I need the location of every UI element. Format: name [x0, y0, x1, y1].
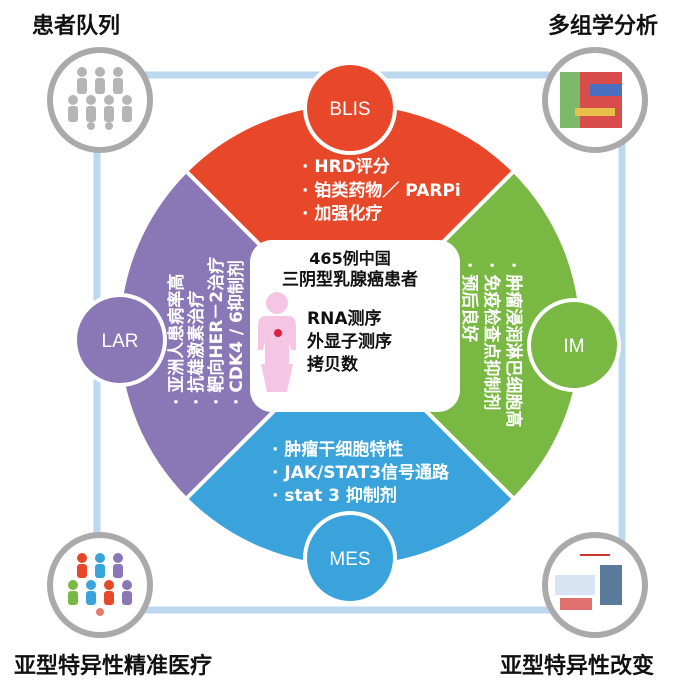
lar-item: · 靶向HER－2治疗	[206, 257, 227, 405]
blis-item: · 加强化疗	[302, 203, 382, 224]
center-panel	[250, 240, 460, 412]
lar-label: LAR	[102, 331, 139, 352]
lar-item: · 亚洲人患病率高	[166, 274, 187, 405]
im-item: · 免疫检查点抑制剂	[481, 262, 502, 410]
blis-badge	[303, 61, 397, 155]
mes-item: · JAK/STAT3信号通路	[272, 462, 450, 483]
mes-badge	[303, 511, 397, 605]
subtype-alterations-chart-icon	[542, 532, 648, 638]
mes-label: MES	[329, 549, 370, 570]
multiomics-heatmap-icon	[542, 47, 648, 153]
center-title-line2: 三阴型乳腺癌患者	[282, 269, 418, 290]
mes-item: · stat 3 抑制剂	[272, 485, 397, 506]
precision-medicine-icon	[47, 532, 153, 638]
blis-label: BLIS	[329, 99, 370, 120]
lar-badge	[73, 293, 167, 387]
corner-title-subtype-alterations: 亚型特异性改变	[500, 654, 655, 679]
corner-title-multiomics: 多组学分析	[548, 14, 659, 39]
method-item: 拷贝数	[307, 354, 359, 375]
im-item: · 肿瘤浸润淋巴细胞高	[503, 262, 524, 427]
lar-item: · 抗雄激素治疗	[186, 291, 207, 405]
im-badge	[527, 298, 621, 392]
sector-lar	[120, 172, 351, 498]
patient-cohort-icon	[47, 47, 153, 153]
method-item: 外显子测序	[307, 331, 392, 352]
mes-item: · 肿瘤干细胞特性	[272, 439, 403, 460]
corner-title-patient-cohort: 患者队列	[32, 14, 121, 39]
blis-item: · HRD评分	[302, 157, 390, 177]
sector-blis	[187, 105, 513, 336]
blis-item: · 铂类药物／ PARPi	[302, 180, 461, 201]
method-item: RNA测序	[307, 308, 381, 329]
corner-title-precision-medicine: 亚型特异性精准医疗	[14, 654, 213, 679]
sector-mes	[187, 335, 513, 565]
lar-item: · CDK4 / 6抑制剂	[226, 260, 247, 405]
im-item: · 预后良好	[459, 262, 480, 342]
patient-figure-icon	[258, 292, 296, 392]
sector-im	[350, 172, 580, 498]
center-title-line1: 465例中国	[309, 249, 390, 268]
im-label: IM	[563, 336, 584, 357]
